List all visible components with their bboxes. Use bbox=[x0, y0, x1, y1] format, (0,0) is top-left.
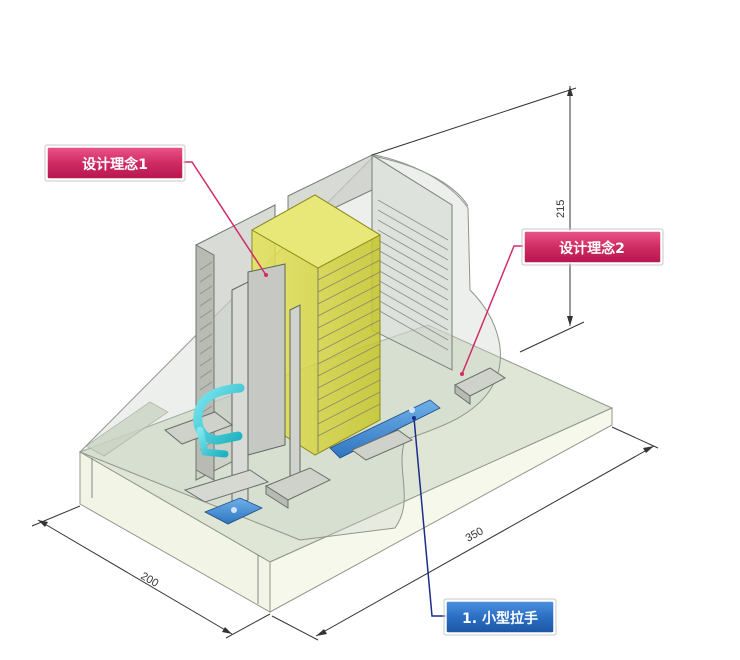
dimension-length: 350 bbox=[271, 426, 659, 641]
callout-handle[interactable]: 1. 小型拉手 bbox=[443, 598, 557, 636]
foot-block bbox=[183, 469, 270, 503]
rail-screw bbox=[231, 507, 237, 513]
base-rim bbox=[85, 401, 169, 457]
pipe-loop bbox=[193, 383, 245, 445]
callout-concept1[interactable]: 设计理念1 bbox=[44, 144, 186, 182]
dim-ext bbox=[31, 505, 81, 527]
dim-ext bbox=[519, 321, 585, 353]
rail-back bbox=[329, 399, 441, 459]
dim-ext bbox=[611, 426, 659, 449]
dim-ext bbox=[371, 87, 577, 156]
support-blocks bbox=[164, 367, 506, 509]
dim-arrow bbox=[643, 446, 654, 453]
front-plate bbox=[231, 263, 301, 509]
leader-concept2 bbox=[461, 245, 523, 375]
foot-block bbox=[265, 485, 289, 509]
dim-label-width: 200 bbox=[139, 570, 161, 590]
stack-top bbox=[250, 194, 382, 269]
rail-screw bbox=[409, 407, 415, 413]
leader-dot bbox=[264, 273, 268, 277]
pipe-outlet bbox=[196, 426, 229, 458]
dim-line-width bbox=[37, 519, 233, 635]
callout-handle-label: 1. 小型拉手 bbox=[462, 610, 538, 627]
dim-ext bbox=[225, 613, 271, 639]
leader-concept1 bbox=[183, 161, 267, 276]
front-plate-post bbox=[289, 304, 301, 491]
slide-rails bbox=[204, 399, 441, 525]
front-plate-face bbox=[247, 263, 286, 456]
dim-arrow bbox=[38, 520, 48, 527]
callout-concept2[interactable]: 设计理念2 bbox=[521, 228, 664, 266]
stack-tray-lines bbox=[317, 247, 381, 437]
right-side-fins bbox=[377, 199, 449, 351]
callout-concept1-label: 设计理念1 bbox=[82, 156, 148, 173]
foot-block bbox=[350, 429, 414, 461]
base-right-face bbox=[269, 407, 613, 613]
dim-ext bbox=[271, 615, 319, 641]
dim-label-height: 215 bbox=[555, 200, 567, 218]
dim-arrow bbox=[567, 316, 573, 326]
callout-concept2-label: 设计理念2 bbox=[559, 240, 625, 257]
dim-label-length: 350 bbox=[464, 525, 486, 544]
dim-arrow bbox=[567, 86, 573, 96]
cooling-pipe bbox=[193, 383, 245, 458]
rear-frame bbox=[287, 154, 453, 371]
cover-top-arc bbox=[371, 155, 469, 207]
dim-arrow bbox=[222, 627, 232, 634]
leader-dot bbox=[412, 416, 416, 420]
foot-block bbox=[454, 384, 471, 405]
dim-line-length bbox=[315, 445, 655, 637]
dimension-height: 215 bbox=[371, 86, 585, 353]
leader-dot bbox=[460, 372, 464, 376]
dimension-width: 200 bbox=[31, 505, 271, 639]
leader-handle bbox=[413, 417, 446, 617]
dim-arrow bbox=[316, 629, 327, 636]
